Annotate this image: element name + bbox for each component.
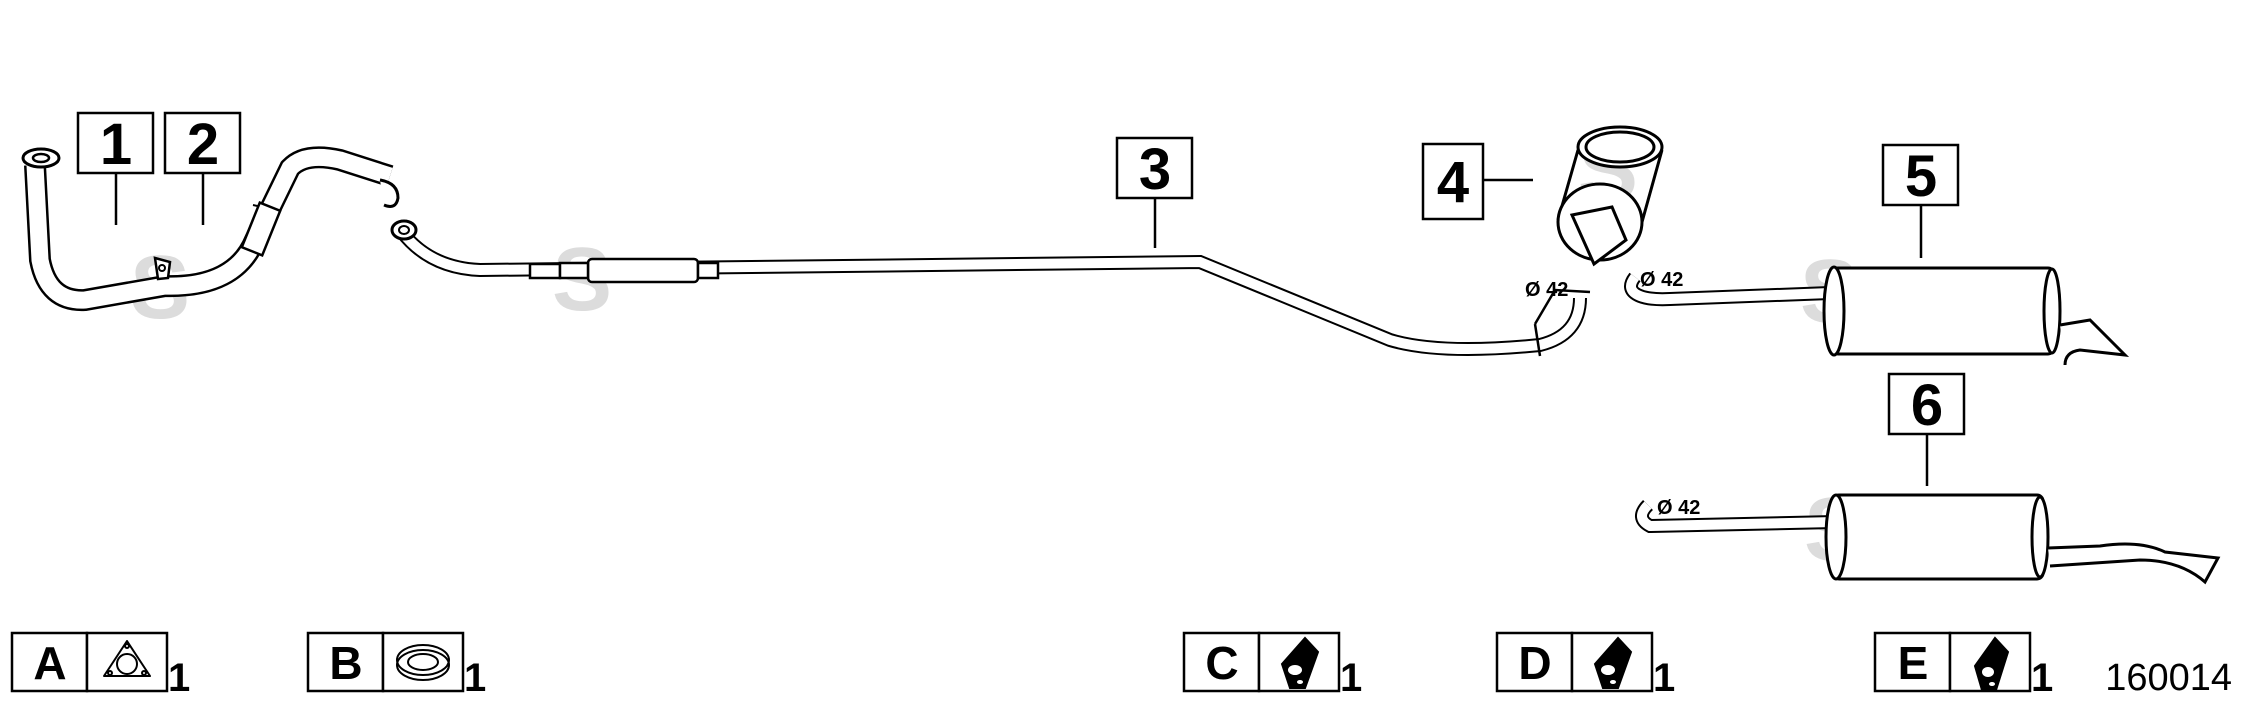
callout-2: 2 <box>163 111 242 225</box>
callout-1: 1 <box>76 111 155 225</box>
callout-5: 5 <box>1881 143 1960 258</box>
dimension-label: Ø 42 <box>1640 269 1683 291</box>
hardware-letter: B <box>329 637 362 689</box>
hardware-item-d: D 1 <box>1495 631 1675 700</box>
rubber-hanger-icon <box>1280 636 1320 689</box>
dimension-label: Ø 42 <box>1525 279 1568 301</box>
figure-number: 160014 <box>2105 657 2232 699</box>
rear-silencer-5-drawing <box>1624 265 2130 366</box>
callout-number: 6 <box>1911 373 1943 438</box>
hardware-quantity: 1 <box>1653 656 1675 700</box>
dimension-label: Ø 42 <box>1657 497 1700 519</box>
callouts: 1 2 3 4 5 6 <box>76 111 1966 486</box>
callout-4: 4 <box>1421 142 1533 221</box>
callout-number: 1 <box>100 112 132 177</box>
hardware-letter: D <box>1518 637 1551 689</box>
hardware-quantity: 1 <box>168 656 190 700</box>
hardware-letter: C <box>1205 637 1238 689</box>
dimension-labels: Ø 42 Ø 42 Ø 42 <box>1525 269 1700 519</box>
three-bolt-flange-gasket-icon <box>103 640 151 677</box>
callout-number: 4 <box>1437 150 1469 215</box>
hardware-letter: E <box>1898 637 1929 689</box>
front-pipe-drawing <box>21 146 400 312</box>
rear-silencer-6-drawing <box>1635 493 2221 585</box>
hardware-quantity: 1 <box>1340 656 1362 700</box>
rubber-hanger-icon <box>1973 636 2010 691</box>
hardware-item-e: E 1 <box>1873 631 2053 700</box>
callout-number: 5 <box>1905 144 1937 209</box>
hardware-letter: A <box>33 637 66 689</box>
hardware-item-b: B 1 <box>306 631 486 700</box>
hardware-quantity: 1 <box>2031 656 2053 700</box>
ring-gasket-icon <box>396 644 450 681</box>
callout-number: 2 <box>187 112 219 177</box>
callout-3: 3 <box>1115 136 1194 248</box>
center-pipe-drawing <box>390 219 1591 357</box>
callout-6: 6 <box>1887 372 1966 486</box>
hardware-legend: A 1 B 1 C <box>10 631 2053 700</box>
rubber-hanger-icon <box>1593 636 1633 689</box>
hardware-quantity: 1 <box>464 656 486 700</box>
hardware-item-c: C 1 <box>1182 631 1362 700</box>
sleeve-drawing <box>1556 125 1664 267</box>
callout-number: 3 <box>1139 137 1171 202</box>
hardware-item-a: A 1 <box>10 631 190 700</box>
